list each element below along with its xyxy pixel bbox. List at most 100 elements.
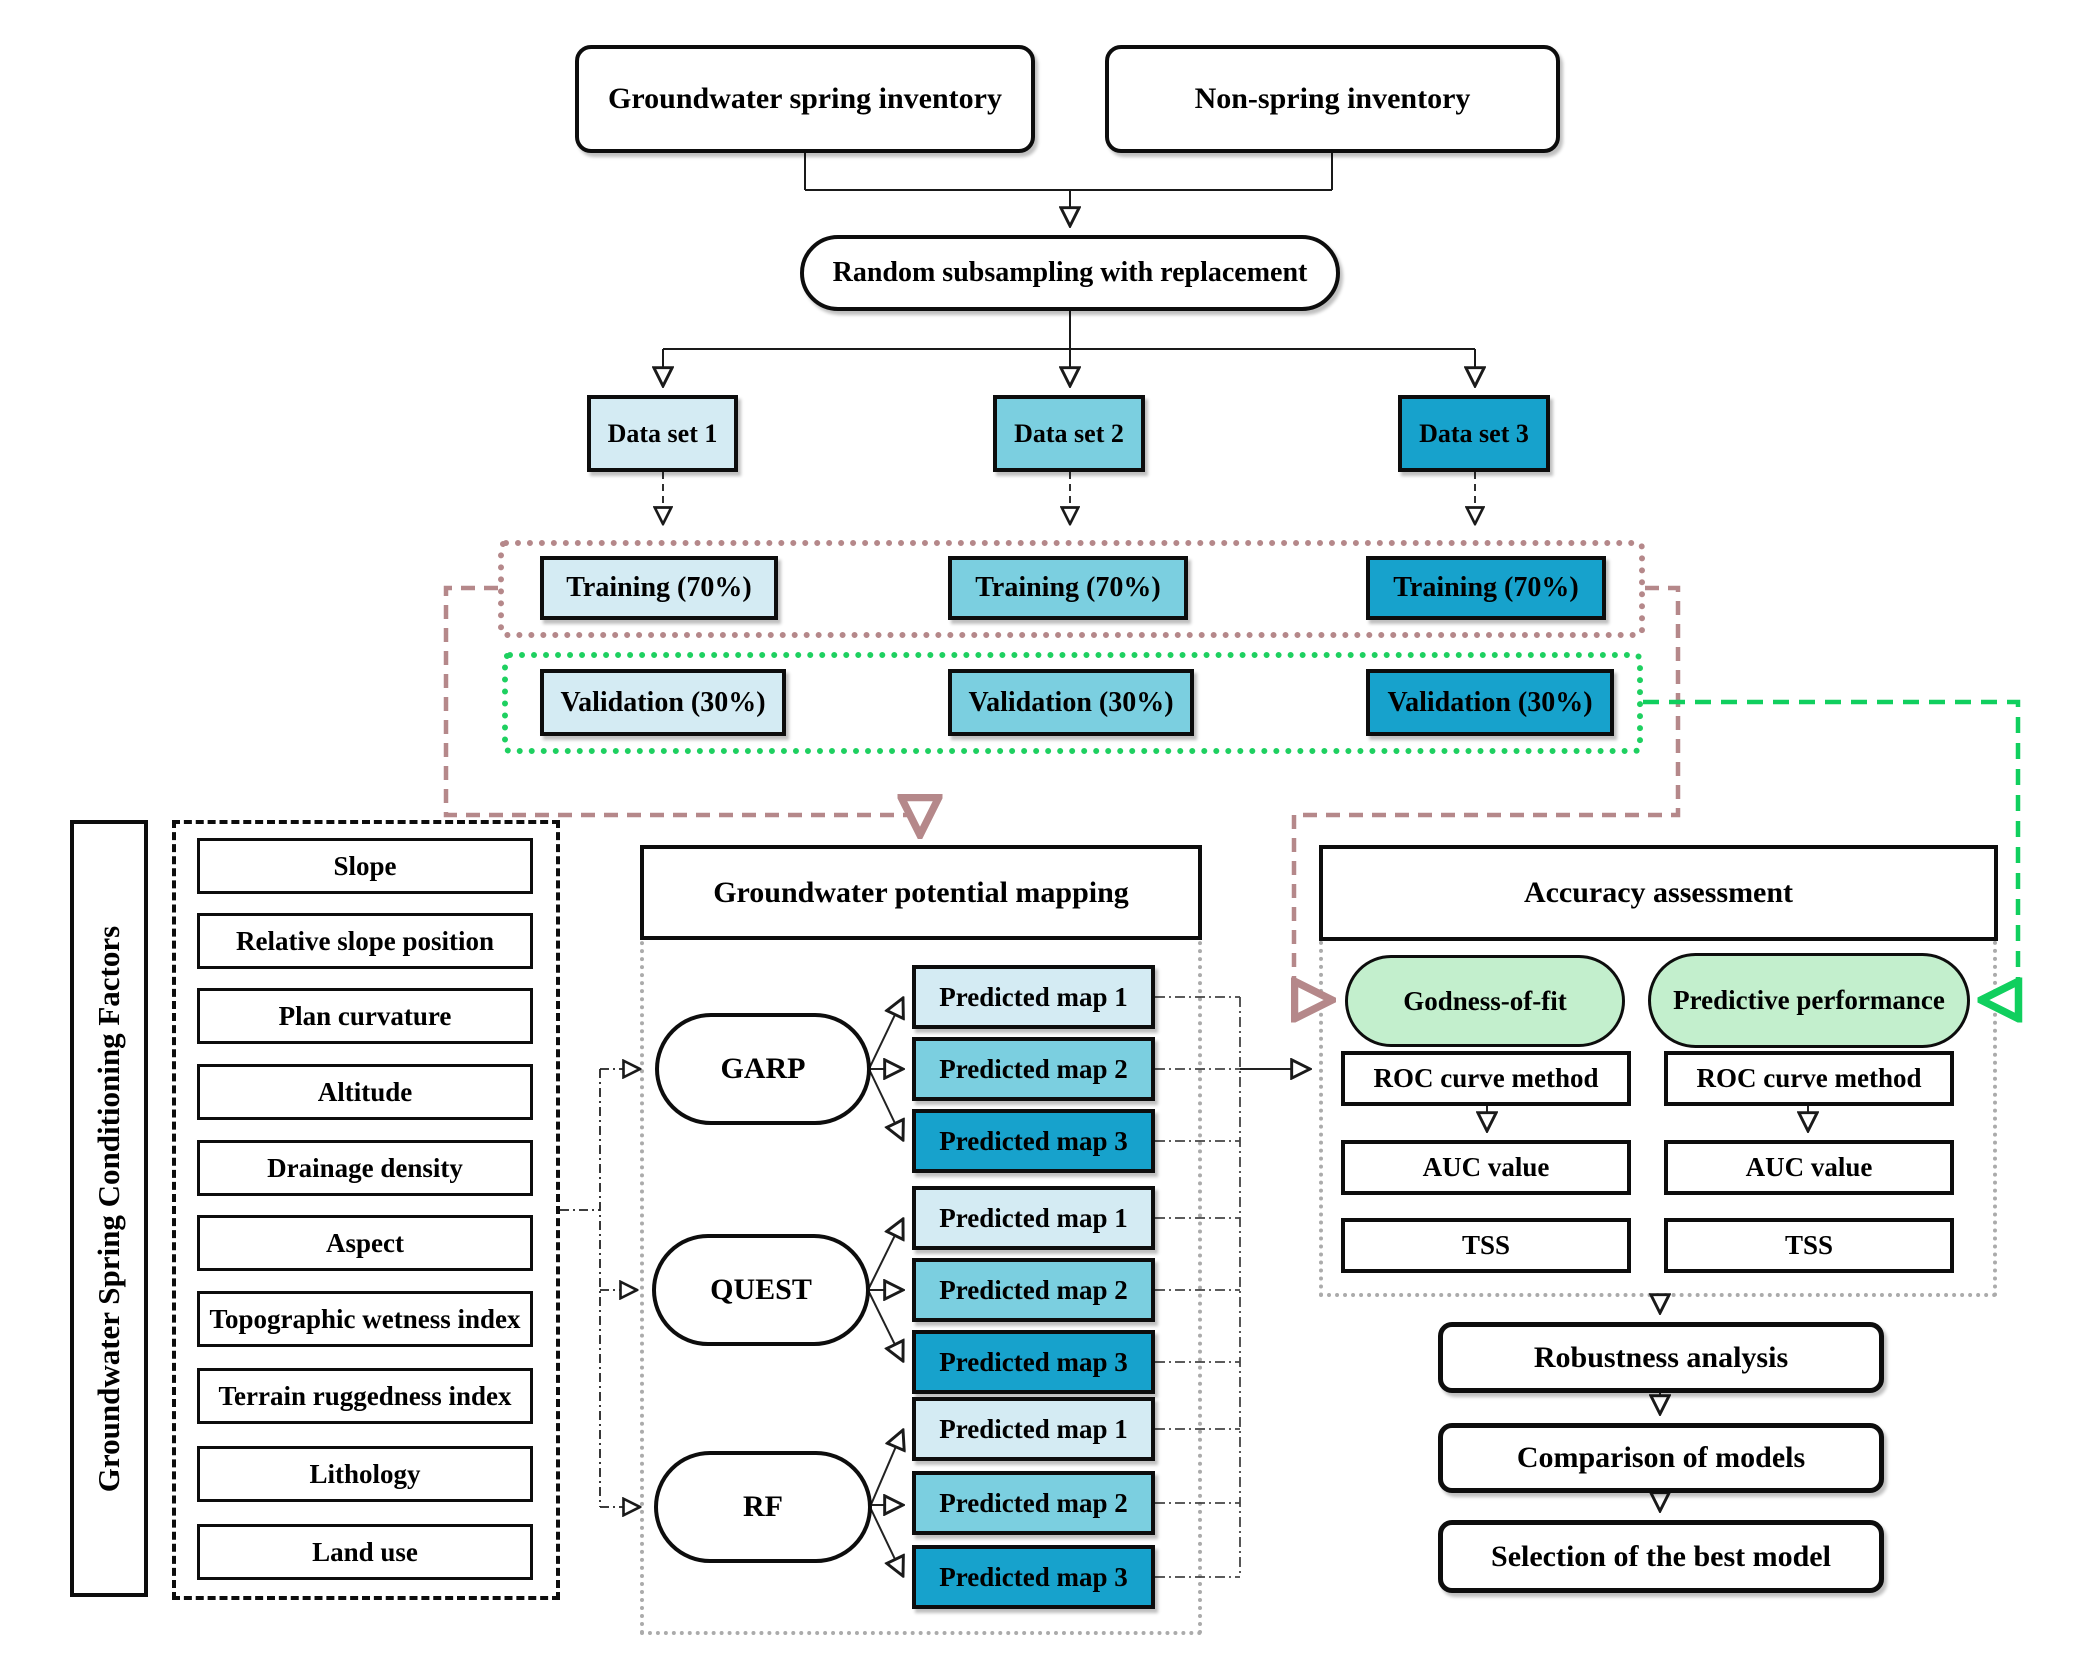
node-robustness-analysis: Robustness analysis [1438, 1322, 1884, 1393]
predicted-map-quest-3: Predicted map 3 [912, 1330, 1155, 1394]
node-predictive-performance: Predictive performance [1648, 953, 1970, 1048]
factor-item-plan-curvature: Plan curvature [197, 988, 533, 1044]
node-selection-best-model-label: Selection of the best model [1491, 1539, 1831, 1573]
factor-label: Topographic wetness index [209, 1303, 521, 1334]
predicted-map-label: Predicted map 2 [939, 1487, 1128, 1518]
node-comparison-of-models-label: Comparison of models [1516, 1441, 1806, 1474]
node-training-2-label: Training (70%) [975, 572, 1161, 603]
step-label: ROC curve method [1696, 1063, 1922, 1093]
node-roc-goodness: ROC curve method [1341, 1051, 1631, 1106]
node-auc-goodness: AUC value [1341, 1140, 1631, 1195]
factor-item-altitude: Altitude [197, 1064, 533, 1120]
node-selection-best-model: Selection of the best model [1438, 1520, 1884, 1593]
node-validation-1-label: Validation (30%) [560, 686, 766, 718]
node-goodness-of-fit: Godness-of-fit [1345, 955, 1625, 1047]
predicted-map-label: Predicted map 1 [939, 1202, 1128, 1233]
predicted-map-garp-2: Predicted map 2 [912, 1037, 1155, 1101]
predicted-map-garp-1: Predicted map 1 [912, 965, 1155, 1029]
factor-label: Relative slope position [235, 925, 494, 956]
connector-subsampling-to-datasets [663, 311, 1475, 386]
factor-item-relative-slope-position: Relative slope position [197, 913, 533, 969]
predicted-map-label: Predicted map 1 [939, 981, 1128, 1012]
model-rf: RF [654, 1451, 872, 1563]
node-validation-2-label: Validation (30%) [968, 686, 1174, 718]
node-training-3: Training (70%) [1366, 556, 1606, 620]
mapping-title-box: Groundwater potential mapping [640, 845, 1202, 940]
predicted-map-label: Predicted map 3 [939, 1561, 1128, 1592]
step-label: AUC value [1745, 1152, 1873, 1182]
step-label: TSS [1784, 1230, 1834, 1260]
mapping-title: Groundwater potential mapping [713, 875, 1129, 909]
connector-factors-to-models [560, 1069, 640, 1507]
factors-title-box: Groundwater Spring Conditioning Factors [70, 820, 148, 1597]
model-garp-label: GARP [720, 1052, 806, 1085]
node-spring-inventory-label: Groundwater spring inventory [608, 82, 1002, 115]
node-roc-predictive: ROC curve method [1664, 1051, 1954, 1106]
node-validation-2: Validation (30%) [948, 669, 1194, 736]
factor-label: Drainage density [267, 1152, 463, 1183]
predicted-map-label: Predicted map 1 [939, 1413, 1128, 1444]
predicted-map-rf-2: Predicted map 2 [912, 1471, 1155, 1535]
node-robustness-analysis-label: Robustness analysis [1533, 1340, 1789, 1374]
node-validation-3-label: Validation (30%) [1387, 686, 1593, 718]
predicted-map-rf-3: Predicted map 3 [912, 1545, 1155, 1609]
model-quest-label: QUEST [710, 1273, 812, 1306]
node-tss-predictive: TSS [1664, 1218, 1954, 1273]
factor-label: Aspect [326, 1227, 404, 1258]
node-goodness-of-fit-label: Godness-of-fit [1403, 985, 1567, 1016]
node-non-spring-inventory: Non-spring inventory [1105, 45, 1560, 153]
predicted-map-quest-2: Predicted map 2 [912, 1258, 1155, 1322]
factor-label: Altitude [317, 1076, 413, 1107]
node-dataset-1: Data set 1 [587, 395, 738, 472]
model-quest: QUEST [652, 1234, 870, 1346]
node-predictive-performance-label: Predictive performance [1673, 985, 1945, 1015]
factor-label: Land use [312, 1536, 418, 1567]
factor-item-terrain-ruggedness-index: Terrain ruggedness index [197, 1368, 533, 1424]
factor-item-topographic-wetness-index: Topographic wetness index [197, 1291, 533, 1347]
predicted-map-label: Predicted map 2 [939, 1274, 1128, 1305]
factors-panel-outline [172, 820, 560, 1600]
connector-datasets-to-training [663, 472, 1475, 524]
step-label: ROC curve method [1373, 1063, 1599, 1093]
model-garp: GARP [655, 1013, 871, 1125]
predicted-map-quest-1: Predicted map 1 [912, 1186, 1155, 1250]
step-label: TSS [1461, 1230, 1511, 1260]
node-training-1: Training (70%) [540, 556, 778, 620]
factor-item-drainage-density: Drainage density [197, 1140, 533, 1196]
factor-item-land-use: Land use [197, 1524, 533, 1580]
node-training-3-label: Training (70%) [1393, 572, 1579, 603]
predicted-map-label: Predicted map 3 [939, 1346, 1128, 1377]
node-training-2: Training (70%) [948, 556, 1188, 620]
node-auc-predictive: AUC value [1664, 1140, 1954, 1195]
node-dataset-3: Data set 3 [1398, 395, 1550, 472]
accuracy-title-box: Accuracy assessment [1319, 845, 1998, 941]
node-dataset-2-label: Data set 2 [1014, 418, 1124, 448]
node-random-subsampling: Random subsampling with replacement [800, 235, 1340, 311]
connector-inventories-to-subsampling [804, 153, 1333, 226]
predicted-map-garp-3: Predicted map 3 [912, 1109, 1155, 1173]
node-validation-1: Validation (30%) [540, 669, 786, 736]
node-tss-goodness: TSS [1341, 1218, 1631, 1273]
factor-item-aspect: Aspect [197, 1215, 533, 1271]
step-label: AUC value [1422, 1152, 1550, 1182]
model-rf-label: RF [743, 1490, 783, 1523]
factor-label: Terrain ruggedness index [218, 1380, 512, 1411]
predicted-map-rf-1: Predicted map 1 [912, 1397, 1155, 1461]
predicted-map-label: Predicted map 2 [939, 1053, 1128, 1084]
factor-label: Slope [333, 850, 397, 881]
node-spring-inventory: Groundwater spring inventory [575, 45, 1035, 153]
node-dataset-1-label: Data set 1 [607, 418, 718, 448]
predicted-map-label: Predicted map 3 [939, 1125, 1128, 1156]
node-validation-3: Validation (30%) [1366, 669, 1614, 736]
factor-item-lithology: Lithology [197, 1446, 533, 1502]
factor-label: Plan curvature [278, 1000, 452, 1031]
factor-label: Lithology [309, 1458, 421, 1489]
node-non-spring-inventory-label: Non-spring inventory [1194, 82, 1471, 115]
node-comparison-of-models: Comparison of models [1438, 1423, 1884, 1493]
node-dataset-3-label: Data set 3 [1419, 418, 1529, 448]
factor-item-slope: Slope [197, 838, 533, 894]
node-training-1-label: Training (70%) [566, 572, 752, 603]
node-dataset-2: Data set 2 [993, 395, 1145, 472]
accuracy-title: Accuracy assessment [1523, 876, 1794, 909]
